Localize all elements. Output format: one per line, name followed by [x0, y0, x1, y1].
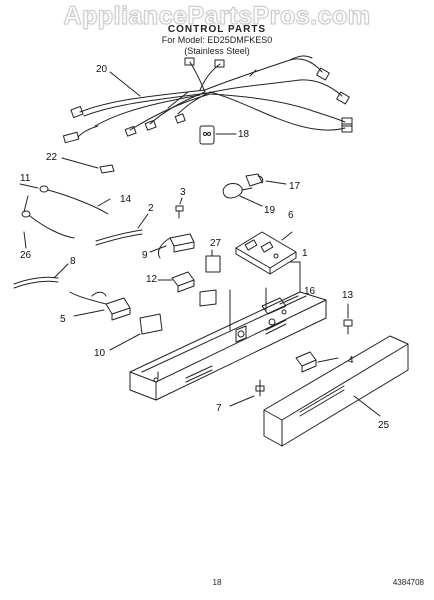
switch-12 — [157, 271, 195, 293]
callout-20: 20 — [96, 64, 108, 75]
watermark: AppliancePartsPros.com — [63, 2, 371, 31]
screw-7 — [229, 379, 265, 407]
wire-harness — [62, 55, 353, 144]
callout-17: 17 — [289, 181, 301, 192]
bracket-16 — [261, 295, 299, 315]
callout-4: 4 — [348, 355, 354, 366]
clip — [61, 157, 115, 174]
control-board — [235, 231, 297, 275]
callout-14: 14 — [120, 194, 132, 205]
lamp-assembly — [222, 173, 287, 207]
callout-16: 16 — [304, 286, 316, 297]
control-housing — [129, 261, 327, 401]
finish-line: (Stainless Steel) — [184, 46, 250, 56]
screw-3 — [175, 197, 184, 219]
callout-10: 10 — [94, 348, 106, 359]
title-block: CONTROL PARTS For Model: ED25DMFKES0 (St… — [0, 24, 434, 57]
callout-13: 13 — [342, 290, 354, 301]
callout-1: 1 — [302, 248, 308, 259]
callout-25: 25 — [378, 420, 390, 431]
screw-13 — [343, 303, 353, 335]
gasket-10 — [109, 313, 163, 351]
diagram-title: CONTROL PARTS — [167, 24, 267, 35]
document-code: 4384708 — [392, 578, 424, 587]
thermostat-plate — [199, 125, 237, 145]
callout-27: 27 — [210, 238, 222, 249]
callout-2: 2 — [148, 203, 154, 214]
model-line: For Model: ED25DMFKES0 — [161, 35, 273, 45]
callout-8: 8 — [70, 256, 76, 267]
page-number: 18 — [212, 578, 222, 587]
callout-11: 11 — [20, 173, 31, 184]
gasket-strip-2 — [95, 213, 149, 246]
callout-19: 19 — [264, 205, 276, 216]
callout-7: 7 — [216, 403, 222, 414]
label-plate-small — [199, 289, 217, 307]
heater-strip-8 — [13, 263, 69, 289]
label-plate-27 — [205, 249, 221, 273]
callout-12: 12 — [146, 274, 158, 285]
callout-6: 6 — [288, 210, 294, 221]
retainer-clip — [295, 351, 339, 373]
callout-18: 18 — [238, 129, 250, 140]
switch-9 — [149, 233, 195, 259]
sensor-assembly — [19, 183, 111, 249]
callout-3: 3 — [180, 187, 186, 198]
callout-26: 26 — [20, 250, 32, 261]
switch-5 — [69, 291, 131, 321]
callout-5: 5 — [60, 314, 66, 325]
callout-22: 22 — [46, 152, 58, 163]
trim-panel — [263, 335, 409, 447]
leader-20 — [109, 71, 141, 97]
callout-9: 9 — [142, 250, 148, 261]
